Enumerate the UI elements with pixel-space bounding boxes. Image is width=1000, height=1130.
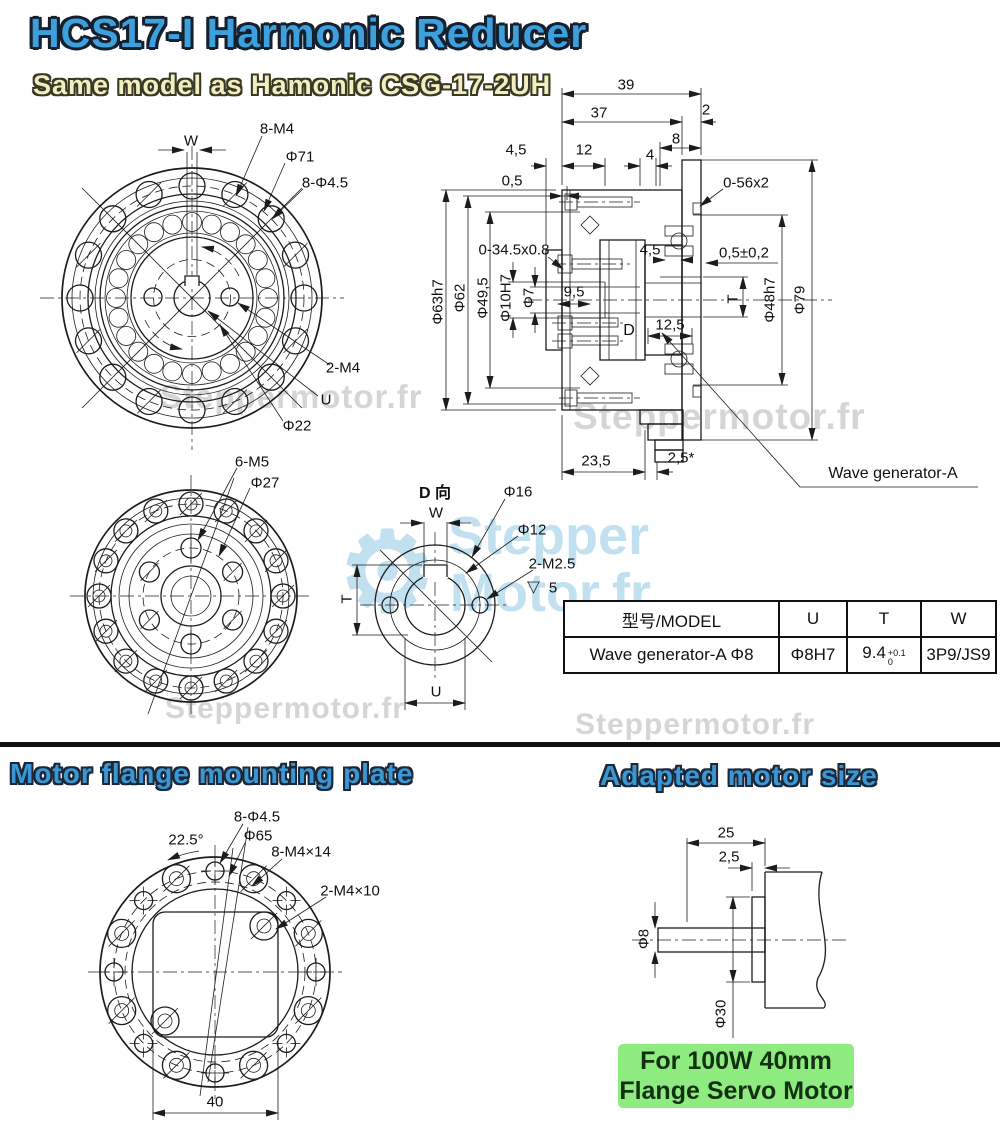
dim-0_5-tol: 0,5±0,2 (719, 244, 769, 262)
front-view-geometry (40, 135, 344, 450)
dim-8-dia4_5: 8-Φ4.5 (301, 174, 349, 192)
dim-d-view-mark: D (623, 322, 635, 339)
dim-dia10h7: Φ10H7 (497, 274, 515, 322)
dim-22_5deg: 22.5° (168, 831, 204, 849)
motor-size-geometry (632, 838, 846, 1038)
dim-25: 25 (717, 824, 735, 842)
section-view-dimensions (441, 88, 978, 488)
dim-w-dview: W (428, 504, 444, 522)
dim-t-dview: T (338, 594, 356, 604)
dim-dia22: Φ22 (282, 417, 312, 435)
page-subtitle: Same model as Hamonic CSG-17-2UH (33, 70, 552, 100)
dim-23_5: 23,5 (581, 452, 611, 470)
watermark-text: Steppermotor.fr (165, 692, 406, 725)
dim-6-m5: 6-M5 (234, 453, 270, 471)
heading-adapted-motor: Adapted motor size (600, 760, 878, 791)
dim-12: 12 (575, 141, 593, 159)
dim-dia12: Φ12 (517, 521, 547, 539)
dim-dia30: Φ30 (712, 999, 730, 1029)
dim-4_5-a: 4,5 (505, 141, 527, 159)
dim-dia71: Φ71 (285, 148, 315, 166)
dim-u: U (320, 391, 332, 409)
watermark-text: Steppermotor.fr (575, 708, 816, 741)
output-view-geometry (70, 467, 312, 717)
d-view-geometry (352, 498, 540, 710)
dim-t-section: T (724, 294, 742, 304)
dim-39: 39 (617, 76, 635, 94)
spec-model-value: Wave generator-A Φ8 (563, 636, 780, 674)
spec-header-u: U (778, 600, 848, 638)
watermark-logo-text: Stepper (448, 506, 650, 566)
dim-dia79: Φ79 (791, 285, 809, 315)
dim-dia49_5: Φ49,5 (474, 277, 492, 319)
spec-t-tol-upper: +0.1 (887, 648, 906, 658)
dim-40: 40 (206, 1093, 224, 1111)
dim-dia65: Φ65 (243, 827, 273, 845)
badge-line-1: For 100W 40mm (640, 1047, 832, 1075)
spec-t-base: 9.4 (862, 643, 886, 662)
dim-2_5: 2,5 (718, 848, 740, 866)
dim-depth-5: 5 (548, 579, 558, 597)
dim-8-m4: 8-M4 (259, 120, 295, 138)
dim-dia62: Φ62 (451, 283, 469, 313)
dim-2_5-star: 2,5* (667, 449, 695, 467)
dim-dia48h7: Φ48h7 (761, 277, 779, 323)
dim-8-m4x14: 8-M4×14 (271, 843, 331, 861)
dim-w: W (183, 132, 199, 150)
spec-header-model: 型号/MODEL (563, 600, 780, 638)
d-view-title: D 向 (418, 485, 452, 502)
callout-wave-generator: Wave generator-A (828, 465, 958, 482)
dim-8: 8 (671, 130, 681, 148)
dim-12_5: 12,5 (655, 316, 685, 334)
spec-u-value: Φ8H7 (778, 636, 848, 674)
dim-2-m2_5: 2-M2.5 (528, 555, 576, 573)
dim-oring-56: 0-56x2 (723, 174, 769, 192)
dim-2-m4: 2-M4 (325, 359, 361, 377)
spec-w-value: 3P9/JS9 (920, 636, 997, 674)
spec-header-t: T (846, 600, 922, 638)
spec-table: 型号/MODEL U T W Wave generator-A Φ8 Φ8H7 … (563, 600, 997, 674)
dim-2-m4x10: 2-M4×10 (320, 882, 380, 900)
mounting-plate-geometry (88, 823, 342, 1120)
dim-8-dia4_5-plate: 8-Φ4.5 (233, 808, 281, 826)
spec-t-tol-lower: 0 (887, 657, 893, 667)
dim-4: 4 (645, 146, 655, 164)
dim-4_5-b: 4,5 (639, 241, 661, 259)
dim-dia7: Φ7 (520, 287, 538, 309)
heading-mounting-plate: Motor flange mounting plate (10, 758, 414, 789)
dim-9_5: 9,5 (563, 283, 585, 301)
spec-header-w: W (920, 600, 997, 638)
dim-37: 37 (590, 104, 608, 122)
dim-oring-34_5: 0-34.5x0.8 (478, 241, 550, 259)
dim-u-dview: U (430, 683, 442, 701)
dim-dia63h7: Φ63h7 (429, 279, 447, 325)
motor-compatibility-badge: For 100W 40mm Flange Servo Motor (618, 1044, 854, 1108)
page-title: HCS17-I Harmonic Reducer (30, 10, 588, 56)
dim-dia8: Φ8 (635, 928, 653, 950)
dim-0_5: 0,5 (501, 172, 523, 190)
dim-2: 2 (701, 101, 711, 119)
section-view-geometry (528, 159, 832, 463)
spec-table-header-row: 型号/MODEL U T W (563, 600, 997, 638)
badge-line-2: Flange Servo Motor (619, 1077, 853, 1105)
dim-dia16: Φ16 (503, 483, 533, 501)
dim-dia27: Φ27 (250, 474, 280, 492)
section-divider (0, 742, 1000, 747)
